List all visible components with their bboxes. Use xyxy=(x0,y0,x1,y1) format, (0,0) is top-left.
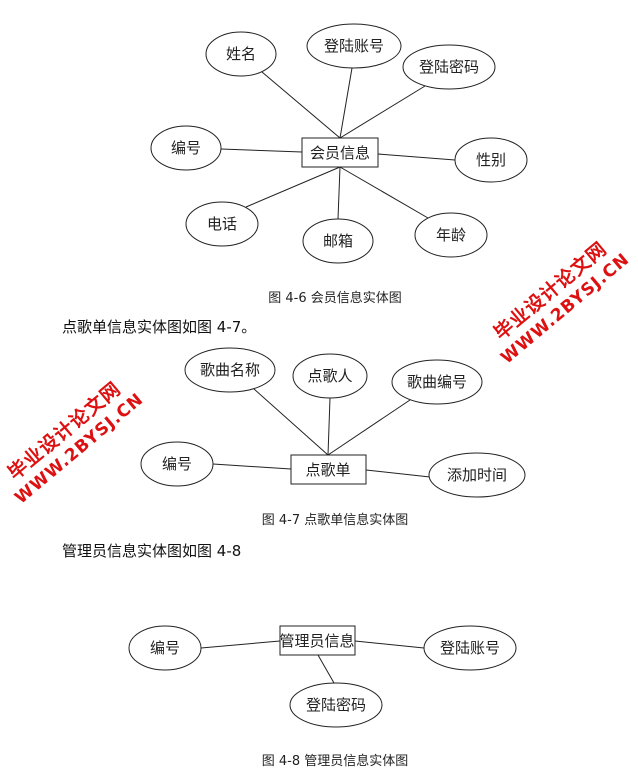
attribute-label: 年龄 xyxy=(436,226,466,244)
attribute-label: 登陆账号 xyxy=(440,639,500,657)
attribute-label: 登陆密码 xyxy=(419,58,479,76)
attribute-label: 姓名 xyxy=(226,45,256,63)
paragraph-text: 点歌单信息实体图如图 4-7。 xyxy=(62,318,257,336)
attribute-label: 编号 xyxy=(171,139,201,157)
figure-4-8: 管理员信息 编号 登陆账号 登陆密码 图 4-8 管理员信息实体图 xyxy=(128,625,517,769)
figure-4-7: 点歌单 歌曲名称 点歌人 歌曲编号 编号 添加时间 图 4-7 点歌单信息实体图 xyxy=(140,347,526,528)
attribute-label: 编号 xyxy=(150,639,180,657)
attribute-label: 歌曲编号 xyxy=(407,373,467,391)
entity-label: 会员信息 xyxy=(310,144,370,162)
entity-box xyxy=(301,137,379,168)
figure-4-6: 会员信息 姓名 登陆账号 登陆密码 编号 性别 电话 邮箱 年龄 图 4-6 会… xyxy=(150,23,528,306)
attribute-label: 点歌人 xyxy=(307,367,352,385)
entity-box xyxy=(279,625,356,656)
attribute-label: 编号 xyxy=(162,455,192,473)
attribute-label: 登陆密码 xyxy=(306,696,366,714)
attribute-label: 登陆账号 xyxy=(324,37,384,55)
figure-caption: 图 4-8 管理员信息实体图 xyxy=(262,753,409,769)
attribute-label: 邮箱 xyxy=(323,232,353,250)
attribute-label: 性别 xyxy=(476,151,506,169)
entity-box xyxy=(290,454,367,485)
figure-caption: 图 4-7 点歌单信息实体图 xyxy=(262,512,409,528)
entity-label: 点歌单 xyxy=(305,461,350,479)
figure-caption: 图 4-6 会员信息实体图 xyxy=(268,290,402,306)
attribute-label: 歌曲名称 xyxy=(200,361,260,379)
entity-label: 管理员信息 xyxy=(279,632,354,650)
attribute-label: 添加时间 xyxy=(447,466,507,484)
attribute-label: 电话 xyxy=(207,215,237,233)
paragraph-text: 管理员信息实体图如图 4-8 xyxy=(62,542,242,560)
